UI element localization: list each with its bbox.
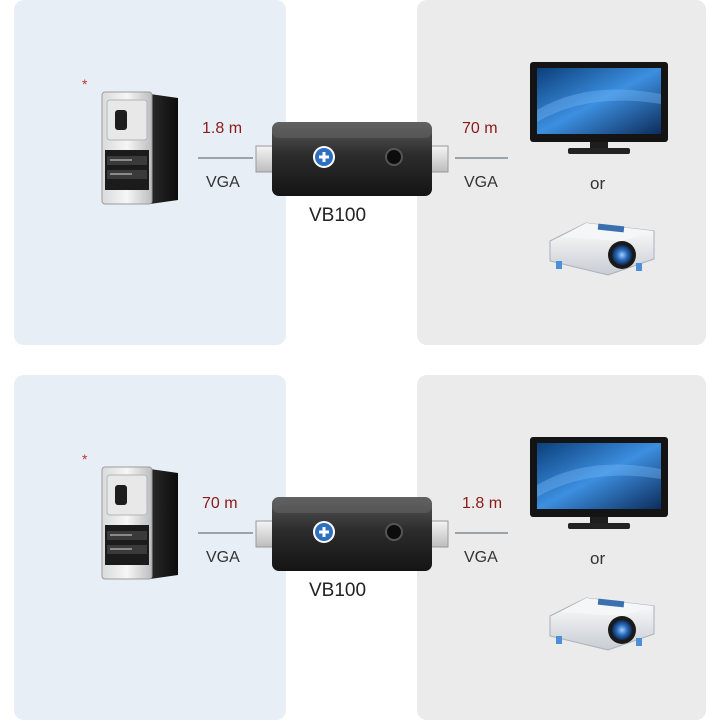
or-label: or xyxy=(590,549,606,568)
pc-tower-icon xyxy=(101,466,178,580)
device-label: VB100 xyxy=(309,205,367,226)
projector-icon xyxy=(549,222,655,276)
cable-type-label: VGA xyxy=(206,549,240,566)
display-panel xyxy=(417,0,706,345)
or-label: or xyxy=(590,174,606,193)
vga-cable xyxy=(198,532,253,534)
projector-icon xyxy=(549,597,655,651)
monitor-icon xyxy=(530,62,668,154)
asterisk-note: * xyxy=(82,451,88,467)
vga-cable xyxy=(198,157,253,159)
cable-type-label: VGA xyxy=(206,174,240,191)
vga-cable xyxy=(455,532,508,534)
cable-type-label: VGA xyxy=(464,549,498,566)
cable-length-label: 70 m xyxy=(202,495,238,512)
device-label: VB100 xyxy=(309,580,367,601)
cable-length-label: 70 m xyxy=(462,120,498,137)
vb100-extender-icon xyxy=(255,122,449,196)
configuration-1: * 1.8 m VGA VB100 70 m VGA or xyxy=(0,0,720,345)
cable-length-label: 1.8 m xyxy=(202,120,243,137)
pc-tower-icon xyxy=(101,91,178,205)
display-panel xyxy=(417,375,706,720)
cable-type-label: VGA xyxy=(464,174,498,191)
asterisk-note: * xyxy=(82,76,88,92)
vb100-extender-icon xyxy=(255,497,449,571)
configuration-2: * 70 m VGA VB100 1.8 m VGA or xyxy=(0,375,720,720)
cable-length-label: 1.8 m xyxy=(462,495,503,512)
vga-cable xyxy=(455,157,508,159)
monitor-icon xyxy=(530,437,668,529)
